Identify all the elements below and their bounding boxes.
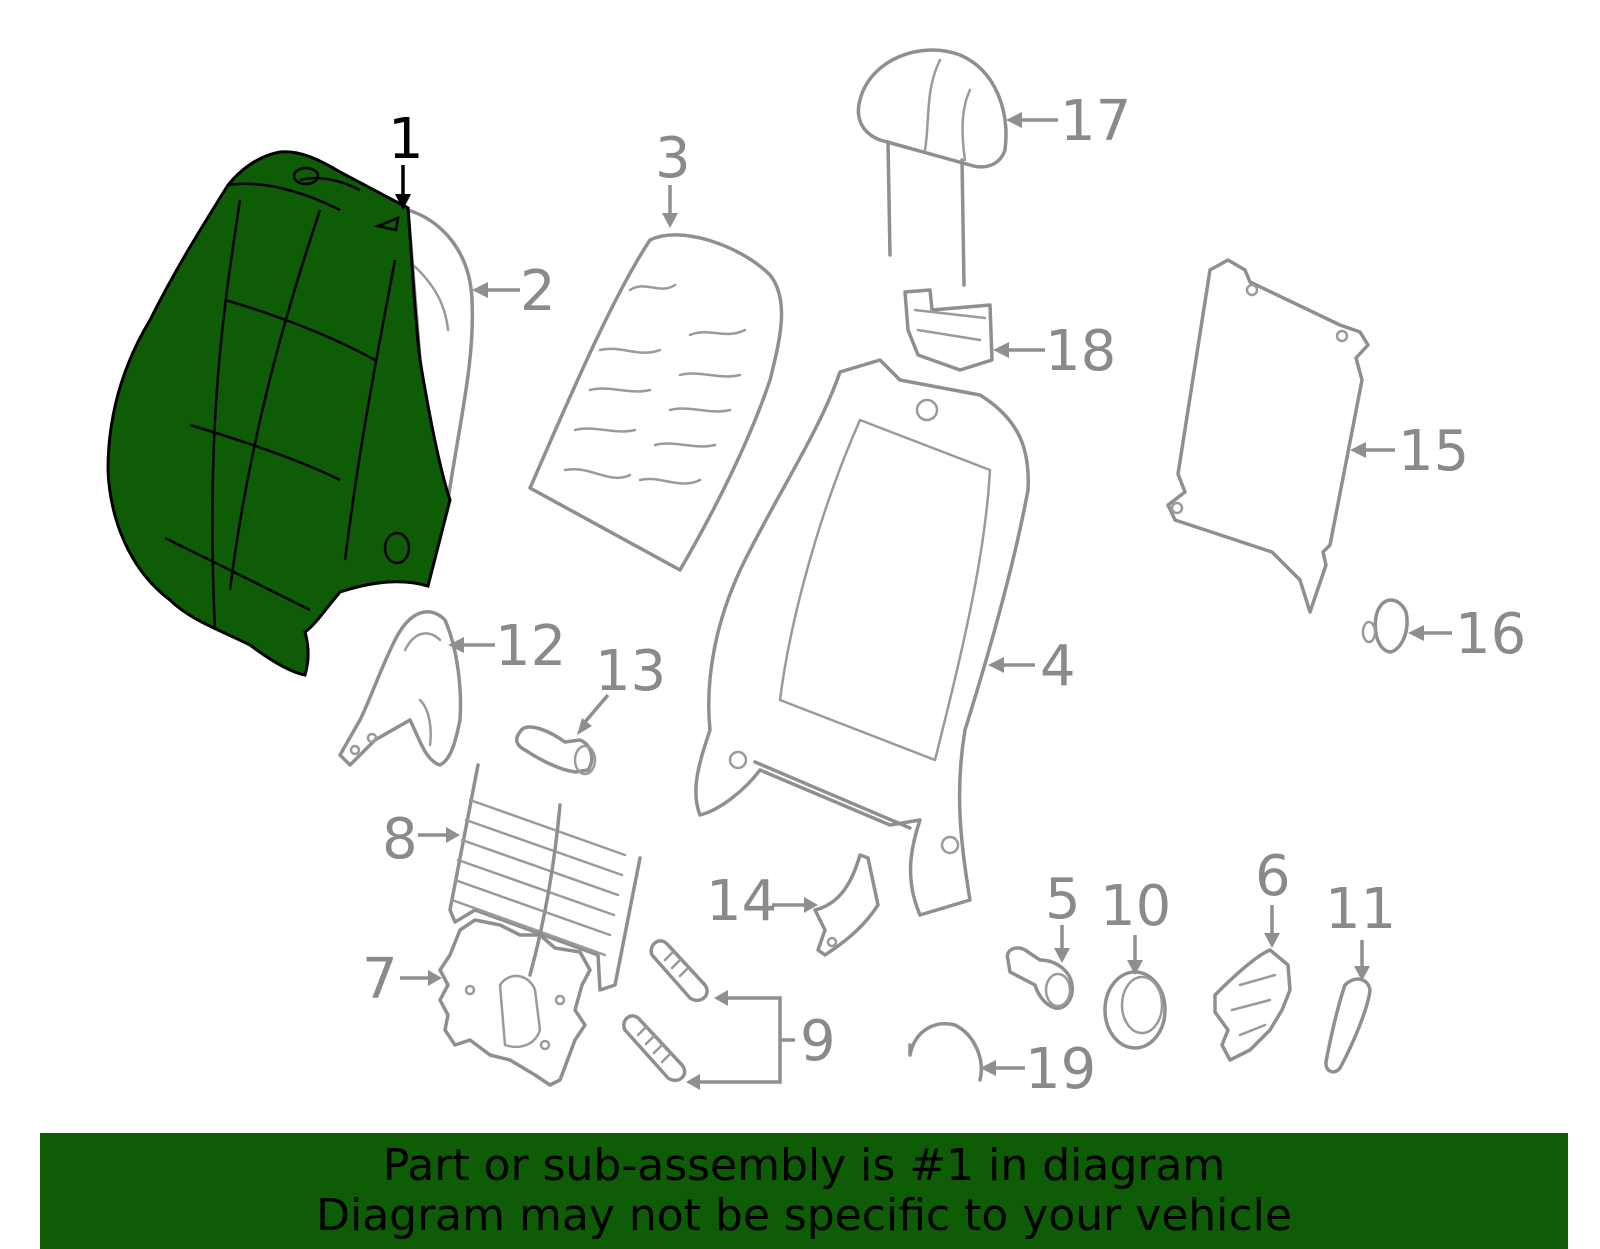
part-9-springs[interactable] [622, 939, 709, 1083]
footer-line-1: Part or sub-assembly is #1 in diagram [382, 1140, 1226, 1191]
callout-label-17: 17 [1060, 89, 1131, 154]
part-19-wire-clip[interactable] [908, 1022, 983, 1082]
part-1-seat-back-cover[interactable] [106, 150, 452, 677]
callout-label-8: 8 [382, 807, 418, 872]
callout-18: 18 [993, 319, 1116, 384]
callout-label-1: 1 [388, 107, 424, 172]
part-15-back-panel[interactable] [1166, 258, 1370, 614]
callout-label-11: 11 [1325, 877, 1396, 942]
callout-8: 8 [382, 807, 460, 872]
part-11-trim-piece[interactable] [1324, 977, 1372, 1074]
callout-16: 16 [1408, 602, 1526, 667]
part-14-bracket[interactable] [813, 853, 880, 957]
callout-label-3: 3 [655, 126, 691, 191]
callout-label-6: 6 [1255, 844, 1291, 909]
callout-label-7: 7 [362, 947, 398, 1012]
callout-label-5: 5 [1045, 867, 1081, 932]
callout-15: 15 [1350, 419, 1469, 484]
exploded-parts-diagram: 1 2 3 4 5 6 7 [106, 48, 1526, 1102]
callout-4: 4 [988, 634, 1076, 699]
callout-11: 11 [1325, 877, 1396, 981]
callout-2: 2 [472, 259, 556, 324]
callout-10: 10 [1100, 874, 1171, 975]
callout-1: 1 [388, 107, 424, 210]
part-7-lumbar-assembly[interactable] [438, 918, 592, 1087]
callout-12: 12 [448, 614, 566, 679]
callout-label-10: 10 [1100, 874, 1171, 939]
callout-5: 5 [1045, 867, 1081, 963]
part-5-bolt[interactable] [1005, 946, 1074, 1010]
callout-19: 19 [980, 1037, 1096, 1102]
part-4-seat-back-frame[interactable] [694, 358, 1030, 917]
footer-notice-banner: Part or sub-assembly is #1 in diagram Di… [40, 1133, 1568, 1249]
part-3-foam-pad[interactable] [528, 233, 784, 572]
footer-line-2: Diagram may not be specific to your vehi… [316, 1190, 1292, 1241]
callout-label-18: 18 [1045, 319, 1116, 384]
callout-label-4: 4 [1040, 634, 1076, 699]
callout-7: 7 [362, 947, 442, 1012]
part-6-recliner-cover[interactable] [1213, 948, 1292, 1062]
part-17-headrest[interactable] [856, 48, 1008, 287]
callout-13: 13 [577, 639, 666, 735]
part-13-pin[interactable] [515, 725, 597, 776]
callout-label-14: 14 [706, 869, 777, 934]
callout-3: 3 [655, 126, 691, 228]
callout-9: 9 [686, 990, 836, 1090]
callout-label-15: 15 [1398, 419, 1469, 484]
callout-label-12: 12 [495, 614, 566, 679]
part-8-spring-mat[interactable] [448, 763, 642, 992]
part-12-side-shield[interactable] [338, 610, 463, 767]
callout-17: 17 [1006, 89, 1131, 154]
part-18-headrest-guide[interactable] [903, 288, 994, 372]
callout-6: 6 [1255, 844, 1291, 948]
callout-label-16: 16 [1455, 602, 1526, 667]
part-16-clip[interactable] [1361, 598, 1409, 654]
callout-label-2: 2 [520, 259, 556, 324]
callout-14: 14 [706, 869, 818, 934]
part-2-pad[interactable] [406, 208, 475, 522]
callout-label-9: 9 [800, 1009, 836, 1074]
part-10-bushing[interactable] [1103, 970, 1167, 1050]
callout-label-19: 19 [1025, 1037, 1096, 1102]
callout-label-13: 13 [595, 639, 666, 704]
